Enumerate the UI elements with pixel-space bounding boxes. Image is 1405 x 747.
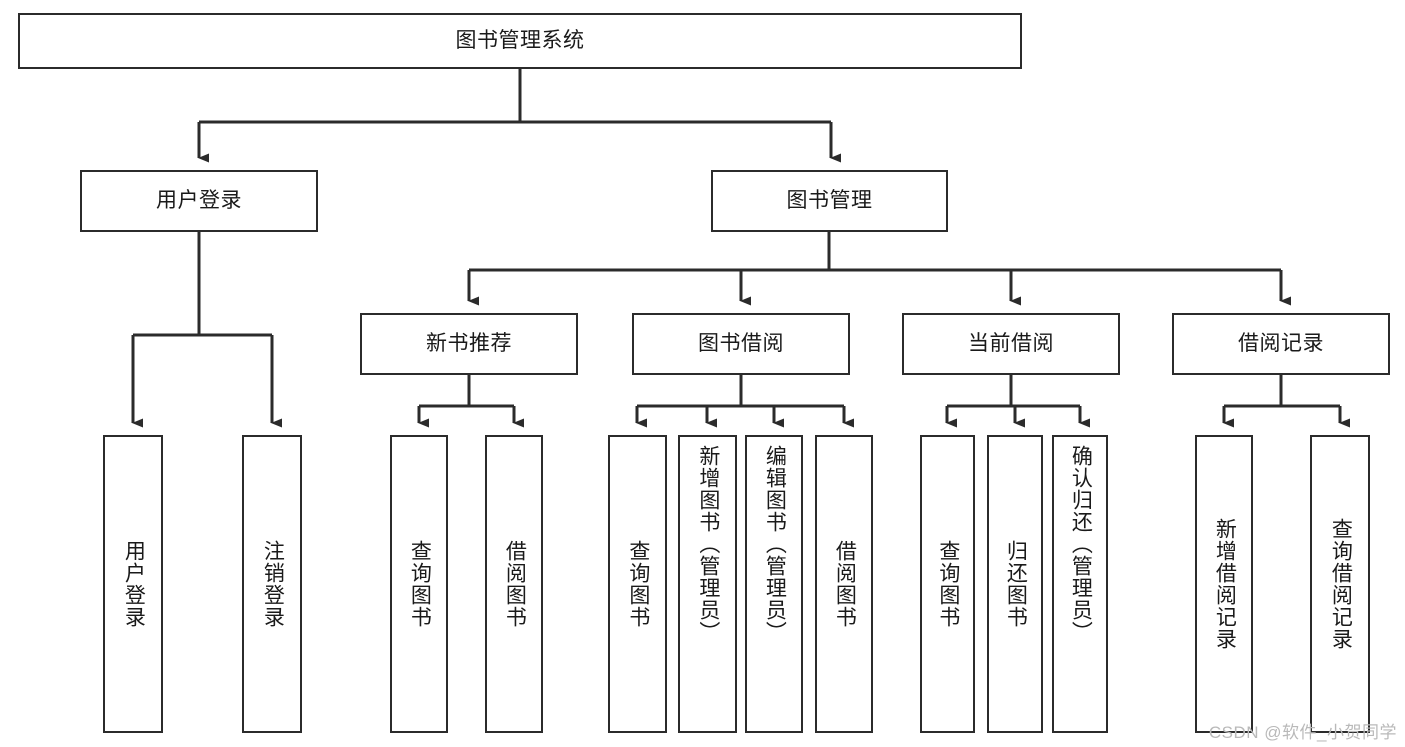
node-leaf-logout[interactable]: 注销登录 bbox=[242, 435, 302, 733]
node-leaf-query-book-recommend-label: 查询图书 bbox=[408, 540, 432, 628]
node-leaf-return-book-label: 归还图书 bbox=[1004, 540, 1028, 628]
node-leaf-logout-label: 注销登录 bbox=[261, 540, 285, 628]
node-leaf-query-book-label: 查询图书 bbox=[626, 540, 650, 628]
node-current-borrow[interactable]: 当前借阅 bbox=[902, 313, 1120, 375]
node-new-book-recommend[interactable]: 新书推荐 bbox=[360, 313, 578, 375]
node-leaf-add-borrow-record-label: 新增借阅记录 bbox=[1213, 518, 1237, 650]
node-leaf-borrow-book[interactable]: 借阅图书 bbox=[815, 435, 873, 733]
node-leaf-query-book-current-label: 查询图书 bbox=[936, 540, 960, 628]
node-leaf-query-book-recommend[interactable]: 查询图书 bbox=[390, 435, 448, 733]
node-leaf-borrow-book-label: 借阅图书 bbox=[833, 540, 857, 628]
watermark-text: CSDN @软件_小贺同学 bbox=[1208, 723, 1397, 742]
node-leaf-edit-book-admin-label: 编辑图书（管理员） bbox=[763, 445, 787, 643]
node-leaf-confirm-return-admin-label: 确认归还（管理员） bbox=[1069, 445, 1093, 643]
node-book-management[interactable]: 图书管理 bbox=[711, 170, 948, 232]
node-leaf-user-login[interactable]: 用户登录 bbox=[103, 435, 163, 733]
node-root-label: 图书管理系统 bbox=[455, 28, 585, 52]
node-leaf-confirm-return-admin[interactable]: 确认归还（管理员） bbox=[1052, 435, 1108, 733]
node-leaf-borrow-book-recommend[interactable]: 借阅图书 bbox=[485, 435, 543, 733]
node-user-login[interactable]: 用户登录 bbox=[80, 170, 318, 232]
node-borrow-records[interactable]: 借阅记录 bbox=[1172, 313, 1390, 375]
node-leaf-query-book-current[interactable]: 查询图书 bbox=[920, 435, 975, 733]
node-leaf-query-book[interactable]: 查询图书 bbox=[608, 435, 667, 733]
node-leaf-query-borrow-record[interactable]: 查询借阅记录 bbox=[1310, 435, 1370, 733]
node-leaf-edit-book-admin[interactable]: 编辑图书（管理员） bbox=[745, 435, 803, 733]
node-root[interactable]: 图书管理系统 bbox=[18, 13, 1022, 69]
node-user-login-label: 用户登录 bbox=[156, 188, 242, 212]
node-book-borrow-label: 图书借阅 bbox=[698, 331, 784, 355]
node-current-borrow-label: 当前借阅 bbox=[968, 331, 1054, 355]
node-leaf-return-book[interactable]: 归还图书 bbox=[987, 435, 1043, 733]
node-borrow-records-label: 借阅记录 bbox=[1238, 331, 1324, 355]
node-leaf-add-book-admin-label: 新增图书（管理员） bbox=[696, 445, 720, 643]
node-new-book-recommend-label: 新书推荐 bbox=[426, 331, 512, 355]
node-leaf-add-borrow-record[interactable]: 新增借阅记录 bbox=[1195, 435, 1253, 733]
node-book-management-label: 图书管理 bbox=[786, 188, 873, 212]
node-book-borrow[interactable]: 图书借阅 bbox=[632, 313, 850, 375]
node-leaf-borrow-book-recommend-label: 借阅图书 bbox=[503, 540, 527, 628]
node-leaf-query-borrow-record-label: 查询借阅记录 bbox=[1329, 518, 1353, 650]
node-leaf-add-book-admin[interactable]: 新增图书（管理员） bbox=[678, 435, 737, 733]
node-leaf-user-login-label: 用户登录 bbox=[122, 540, 146, 628]
